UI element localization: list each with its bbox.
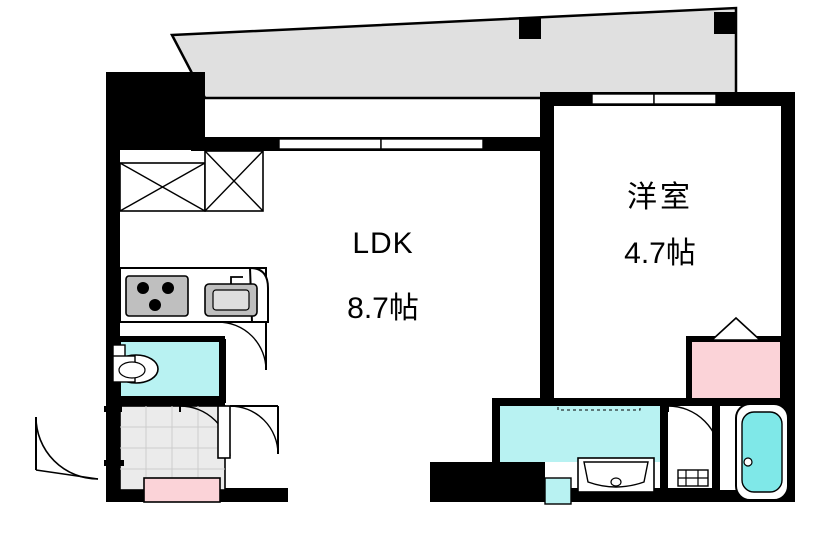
balcony-post-right (714, 12, 736, 34)
bathroom-door (667, 405, 721, 459)
balcony-post-left (519, 17, 541, 39)
kitchen-counter (119, 266, 269, 323)
entry-genkan (35, 405, 279, 503)
bedroom (540, 106, 785, 406)
bathtub (735, 403, 789, 501)
windows (278, 93, 717, 150)
room-label-bedroom-area: 4.7帖 (624, 237, 696, 270)
balcony (169, 6, 738, 100)
toilet (112, 344, 159, 384)
floor-drain (544, 477, 572, 505)
room-label-ldk-name: LDK (352, 227, 414, 260)
room-label-bedroom-name: 洋室 (627, 181, 693, 214)
room-label-ldk-area: 8.7帖 (347, 292, 419, 325)
bedroom-sliding-door (540, 317, 554, 371)
washbasin (577, 457, 655, 493)
bedroom-closet (689, 339, 782, 403)
toilet-room (112, 336, 226, 406)
wall-details (120, 396, 438, 502)
entry-door (35, 416, 99, 480)
closet-upper (119, 150, 264, 212)
shoe-closet (143, 477, 221, 503)
kitchen-door (217, 321, 267, 371)
washing-machine-space (500, 406, 660, 462)
bath-washroom (492, 398, 795, 505)
bath-controls (677, 469, 709, 487)
